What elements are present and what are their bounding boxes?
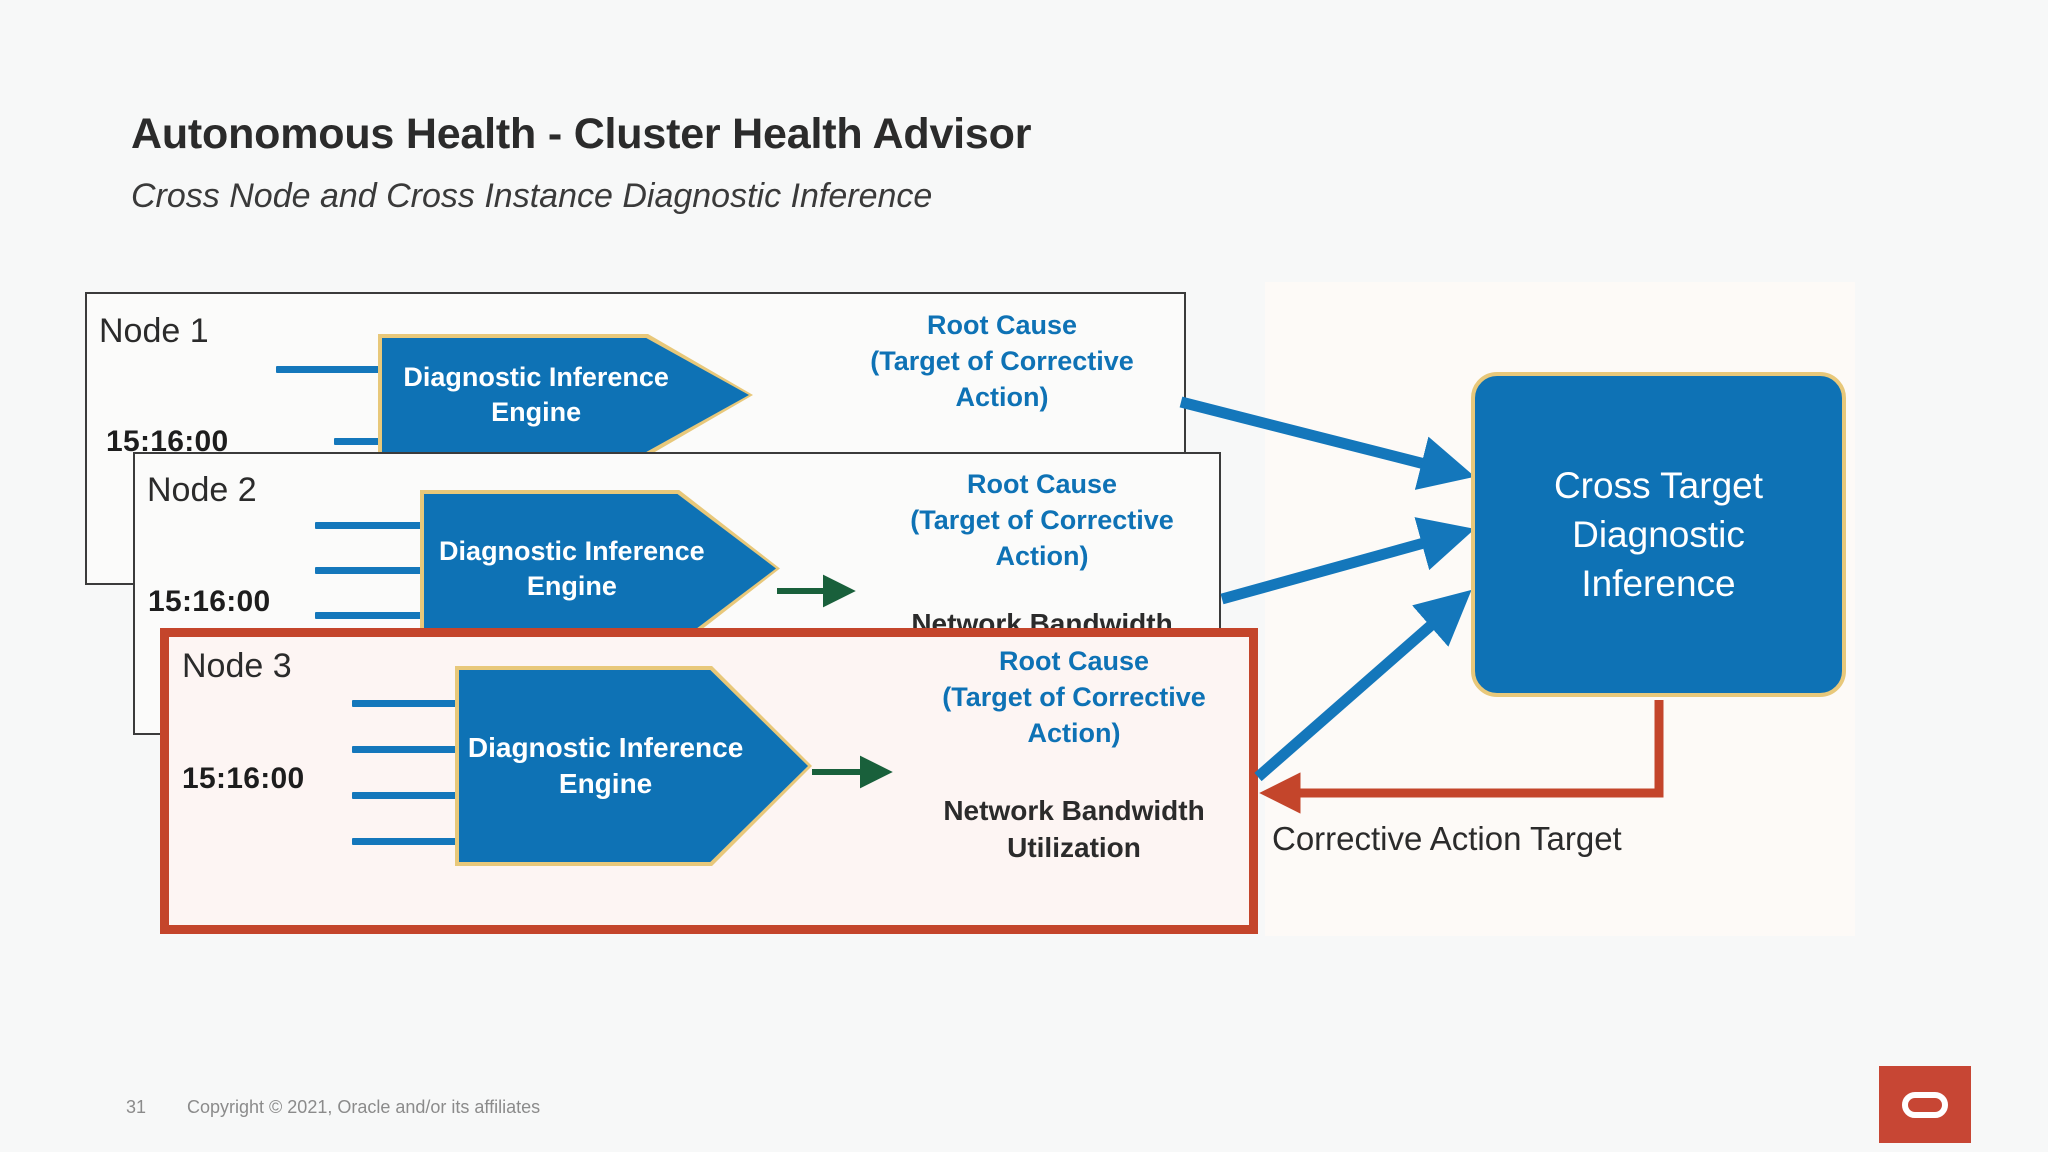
root-cause-sub2-3: Action) xyxy=(1027,717,1121,748)
node-label-3: Node 3 xyxy=(182,647,292,685)
timeline-tick xyxy=(352,838,460,845)
root-cause-block-1: Root Cause (Target of Corrective Action) xyxy=(852,308,1152,416)
page-subtitle: Cross Node and Cross Instance Diagnostic… xyxy=(131,177,933,215)
corrective-action-target-label: Corrective Action Target xyxy=(1272,820,1622,857)
finding-line2-3: Utilization xyxy=(1007,832,1141,864)
timeline-tick xyxy=(334,438,386,445)
cross-target-line2: Diagnostic xyxy=(1572,513,1745,555)
timeline-tick xyxy=(276,366,384,373)
root-cause-sub1-3: (Target of Corrective xyxy=(942,681,1206,712)
page-title: Autonomous Health - Cluster Health Advis… xyxy=(131,110,1032,158)
timeline-tick xyxy=(352,700,460,707)
oracle-logo xyxy=(1879,1066,1971,1143)
finding-line1-3: Network Bandwidth xyxy=(943,795,1205,826)
timeline-tick xyxy=(315,612,425,619)
timeline-tick xyxy=(352,746,460,753)
chevron-label-3: Diagnostic Inference Engine xyxy=(467,732,744,799)
chevron-label-1: Diagnostic Inference Engine xyxy=(403,362,669,427)
finding-block-3: Network Bandwidth Utilization xyxy=(924,792,1224,866)
oracle-ring-icon xyxy=(1902,1091,1948,1118)
root-cause-sub1-1: (Target of Corrective xyxy=(870,345,1134,376)
root-cause-title-3: Root Cause xyxy=(998,646,1150,676)
node-label-2: Node 2 xyxy=(147,471,257,509)
root-cause-block-3: Root Cause (Target of Corrective Action) xyxy=(924,644,1224,752)
root-cause-sub2-1: Action) xyxy=(955,381,1049,412)
page-number: 31 xyxy=(126,1097,147,1117)
root-cause-sub2-2: Action) xyxy=(995,540,1089,571)
timeline-tick xyxy=(352,792,460,799)
cross-target-line3: Inference xyxy=(1581,563,1736,605)
timeline-tick xyxy=(315,522,425,529)
cross-target-line1: Cross Target xyxy=(1553,464,1764,506)
node-timestamp-2: 15:16:00 xyxy=(148,585,271,618)
chevron-label-2: Diagnostic Inference Engine xyxy=(439,535,705,601)
copyright-text: Copyright © 2021, Oracle and/or its affi… xyxy=(187,1097,541,1117)
root-cause-block-2: Root Cause (Target of Corrective Action) xyxy=(892,467,1192,575)
root-cause-title-2: Root Cause xyxy=(966,469,1118,499)
node-label-1: Node 1 xyxy=(99,312,209,350)
timeline-tick xyxy=(315,567,425,574)
node-timestamp-3: 15:16:00 xyxy=(182,762,305,795)
root-cause-title-1: Root Cause xyxy=(926,310,1078,340)
cross-target-diagnostic-inference-box[interactable]: Cross Target Diagnostic Inference xyxy=(1471,372,1846,697)
root-cause-sub1-2: (Target of Corrective xyxy=(910,504,1174,535)
